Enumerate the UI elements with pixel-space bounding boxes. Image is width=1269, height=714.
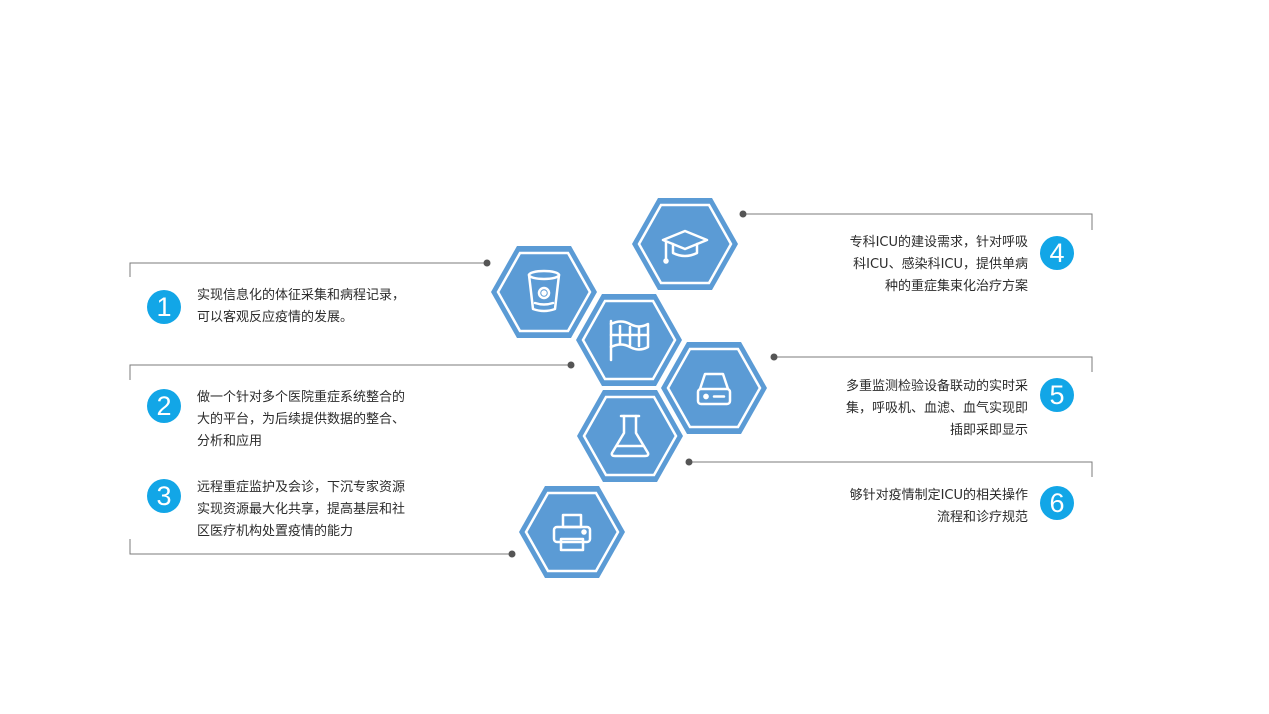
hexagon-graduation <box>632 198 738 290</box>
description-6-line-1: 够针对疫情制定ICU的相关操作 <box>849 488 1028 503</box>
description-2-line-1: 做一个针对多个医院重症系统整合的 <box>197 390 406 405</box>
hard-drive-icon <box>696 372 732 406</box>
badge-4: 4 <box>1040 236 1074 270</box>
description-5: 多重监测检验设备联动的实时采 集，呼吸机、血滤、血气实现即 插即采即显示 <box>846 376 1028 442</box>
hexagon-drive <box>661 342 767 434</box>
connector-2 <box>129 361 575 380</box>
badge-1: 1 <box>147 290 181 324</box>
description-5-line-3: 插即采即显示 <box>949 423 1028 438</box>
badge-6: 6 <box>1040 486 1074 520</box>
description-5-line-2: 集，呼吸机、血滤、血气实现即 <box>845 401 1028 416</box>
connector-4 <box>739 210 1093 230</box>
description-3: 远程重症监护及会诊，下沉专家资源 实现资源最大化共享，提高基层和社 区医疗机构处… <box>197 477 405 543</box>
description-5-line-1: 多重监测检验设备联动的实时采 <box>845 379 1028 394</box>
description-3-line-1: 远程重症监护及会诊，下沉专家资源 <box>197 480 406 495</box>
bucket-icon <box>527 269 561 313</box>
description-2-line-2: 大的平台，为后续提供数据的整合、 <box>197 412 406 427</box>
description-2: 做一个针对多个医院重症系统整合的 大的平台，为后续提供数据的整合、 分析和应用 <box>197 387 405 453</box>
badge-2: 2 <box>147 389 181 423</box>
flask-icon <box>610 414 650 458</box>
connector-3 <box>129 539 516 558</box>
connector-6 <box>685 458 1093 477</box>
description-6: 够针对疫情制定ICU的相关操作 流程和诊疗规范 <box>850 485 1028 529</box>
hexagon-flag <box>576 294 682 386</box>
hexagon-flask <box>577 390 683 482</box>
description-4-line-1: 专科ICU的建设需求，针对呼吸 <box>849 235 1028 250</box>
connector-5 <box>770 353 1093 372</box>
badge-3: 3 <box>147 479 181 513</box>
printer-icon <box>552 513 592 552</box>
description-3-line-3: 区医疗机构处置疫情的能力 <box>197 524 354 539</box>
hexagon-printer <box>519 486 625 578</box>
hexagon-bucket <box>491 246 597 338</box>
description-6-line-2: 流程和诊疗规范 <box>936 510 1028 525</box>
description-1-line-2: 可以客观反应疫情的发展。 <box>197 310 354 325</box>
description-4: 专科ICU的建设需求，针对呼吸 科ICU、感染科ICU，提供单病 种的重症集束化… <box>850 232 1028 298</box>
description-2-line-3: 分析和应用 <box>197 434 263 449</box>
description-3-line-2: 实现资源最大化共享，提高基层和社 <box>197 502 406 517</box>
graduation-cap-icon <box>661 229 709 264</box>
flag-icon <box>609 319 650 362</box>
description-4-line-3: 种的重症集束化治疗方案 <box>884 279 1028 294</box>
connector-1 <box>129 259 491 277</box>
description-1-line-1: 实现信息化的体征采集和病程记录， <box>197 288 406 303</box>
description-1: 实现信息化的体征采集和病程记录， 可以客观反应疫情的发展。 <box>197 285 405 329</box>
description-4-line-2: 科ICU、感染科ICU，提供单病 <box>853 257 1028 272</box>
badge-5: 5 <box>1040 378 1074 412</box>
